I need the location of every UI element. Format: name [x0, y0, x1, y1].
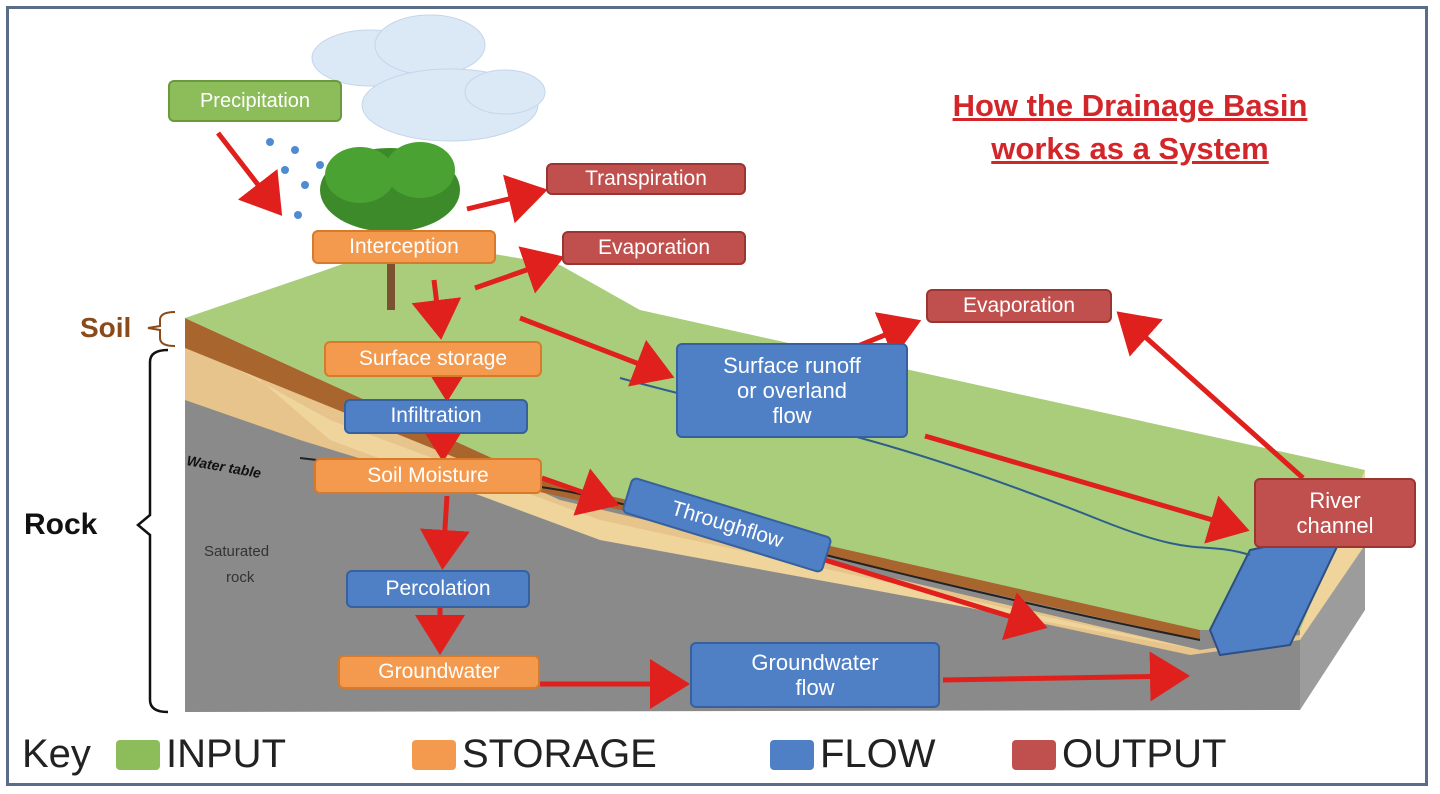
interception-box: Interception	[312, 230, 496, 264]
arrow-evaporation-1	[474, 246, 565, 294]
river-channel-box: River channel	[1254, 478, 1416, 548]
title-line-2: works as a System	[991, 131, 1269, 167]
surface-runoff-box: Surface runoff or overland flow	[676, 343, 908, 438]
tree-icon	[320, 142, 460, 310]
key-storage-swatch	[412, 739, 456, 770]
key-flow-swatch	[770, 739, 814, 770]
transpiration-box: Transpiration	[546, 163, 746, 195]
river-channel-water	[1208, 528, 1347, 657]
percolation-box: Percolation	[346, 570, 530, 608]
arrow-tree-transpiration	[466, 174, 548, 224]
arrow-groundwater-flow-river	[942, 651, 1190, 702]
rock-label: Rock	[24, 508, 98, 541]
soil-label: Soil	[80, 312, 132, 343]
surface-storage-box: Surface storage	[324, 341, 542, 377]
title-line-1: How the Drainage Basin	[952, 88, 1308, 123]
key-flow: FLOW	[770, 732, 936, 777]
soil-moisture-box: Soil Moisture	[314, 458, 542, 494]
arrow-runoff-evaporation	[857, 312, 922, 359]
groundwater-flow-box: Groundwater flow	[690, 642, 940, 708]
arrow-soil-throughflow	[541, 468, 620, 516]
arrow-runoff-river	[924, 433, 1250, 544]
cloud-icon	[311, 14, 546, 142]
soil-layer	[185, 318, 1200, 640]
key-output-swatch	[1012, 739, 1056, 770]
key-storage: STORAGE	[412, 732, 657, 777]
flow-arrows	[216, 131, 1305, 709]
arrow-soil-percolation	[419, 495, 470, 570]
arrow-interception-surface	[411, 279, 462, 340]
soil-bracket	[147, 311, 176, 347]
rock-bracket	[136, 348, 169, 714]
saturated-rock-label-2: rock	[226, 569, 255, 586]
key-input: INPUT	[116, 732, 286, 777]
arrow-surface-runoff	[519, 315, 675, 387]
precipitation-box: Precipitation	[168, 80, 342, 122]
saturated-rock-label-1: Saturated	[204, 543, 269, 560]
arrow-throughflow-river	[824, 557, 1048, 641]
infiltration-box: Infiltration	[344, 399, 528, 434]
key-label: Key	[22, 732, 91, 776]
evaporation-box-2: Evaporation	[926, 289, 1112, 323]
evaporation-box-1: Evaporation	[562, 231, 746, 265]
groundwater-box: Groundwater	[338, 655, 540, 689]
diagram-title: How the Drainage Basin works as a System	[900, 84, 1360, 171]
key-output: OUTPUT	[1012, 732, 1226, 777]
key-input-swatch	[116, 739, 160, 770]
arrow-precip-interception	[216, 131, 283, 216]
rock-right-face	[1300, 540, 1365, 710]
arrow-river-evaporation	[1116, 311, 1305, 480]
